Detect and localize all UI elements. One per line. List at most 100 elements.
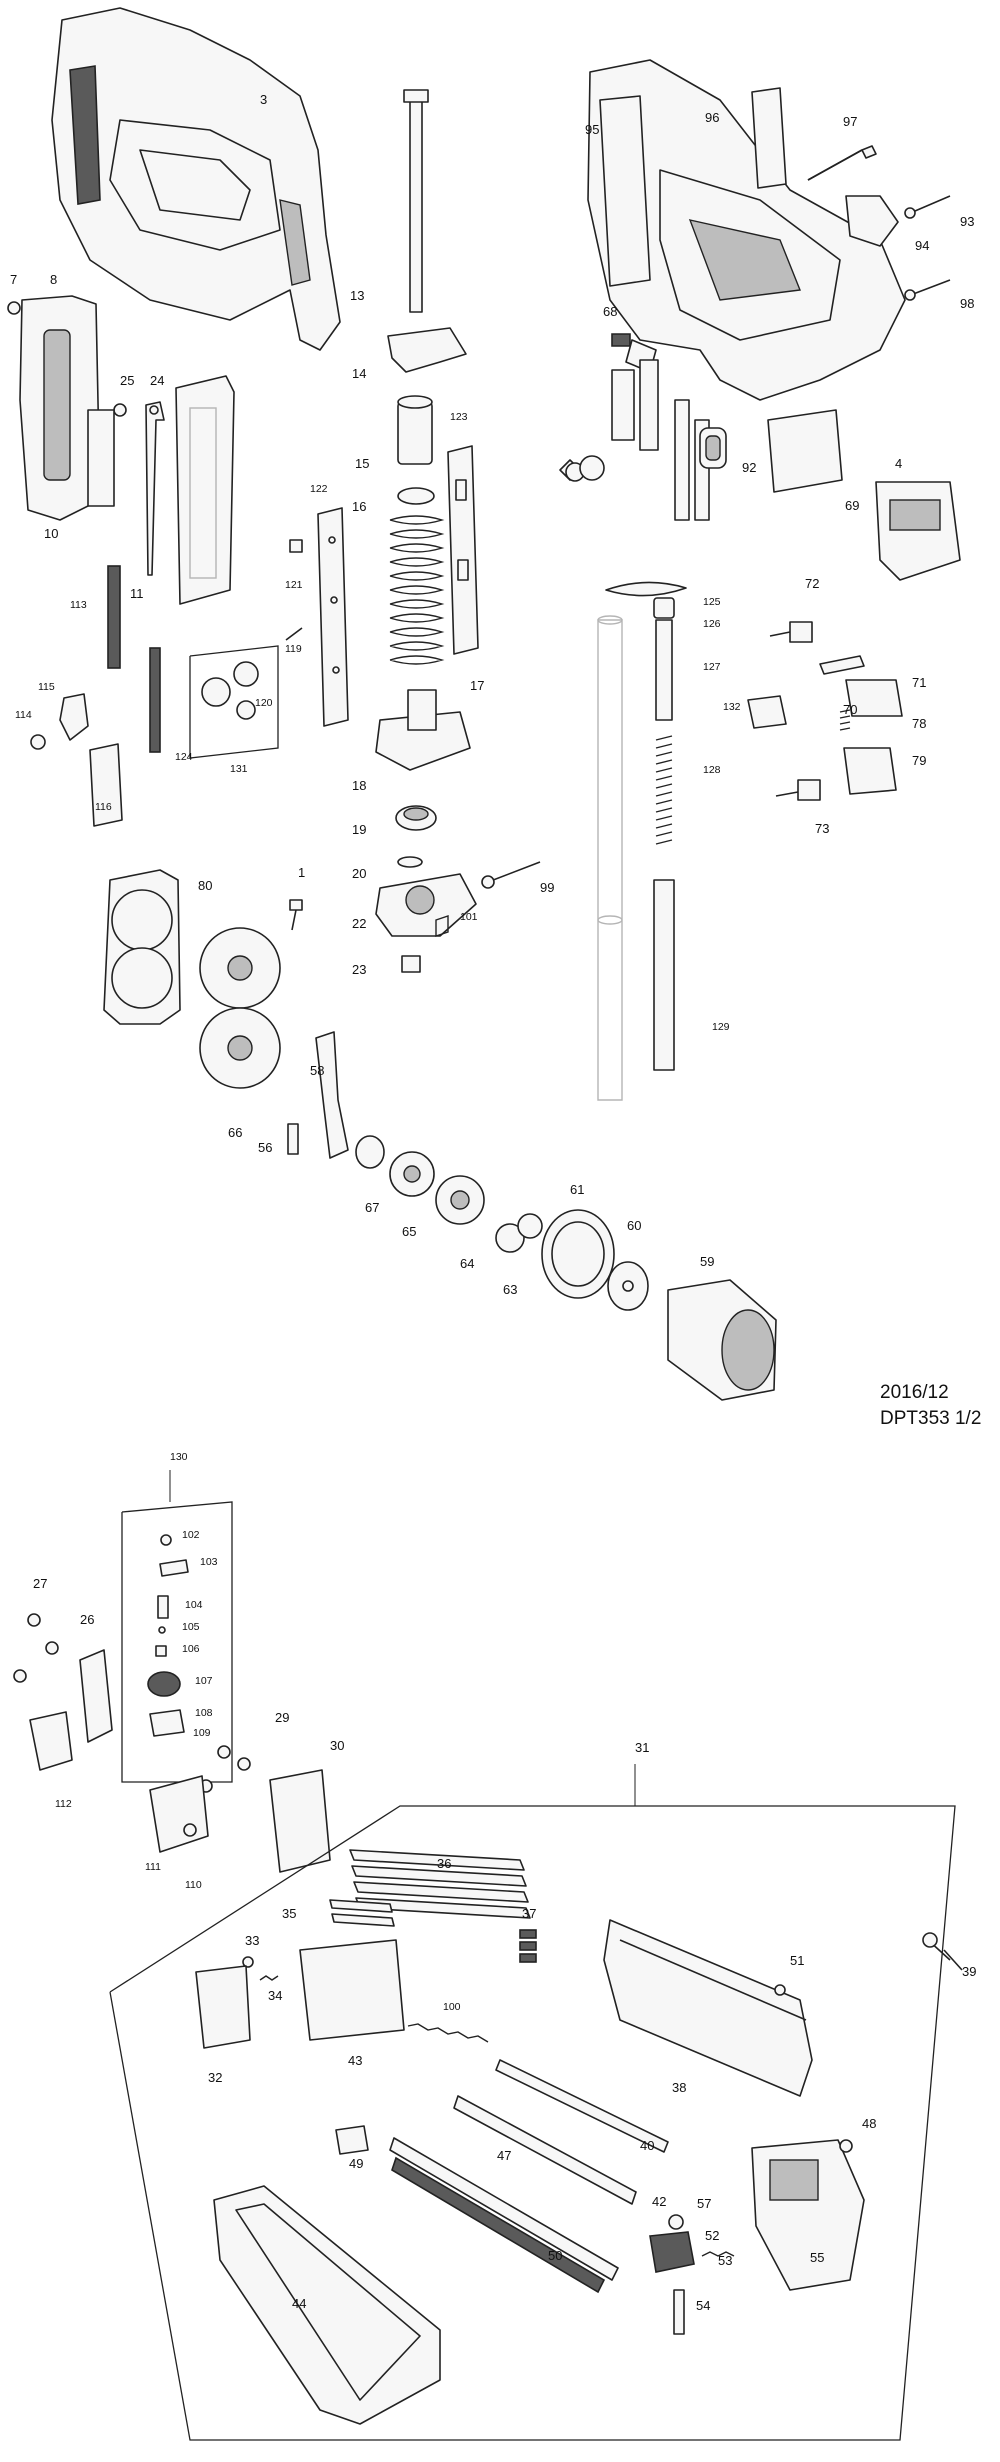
- callout-99: 99: [540, 880, 554, 895]
- part-38-magazine-rail: [603, 1919, 813, 2097]
- part-52-latch: [649, 2231, 695, 2273]
- callout-32: 32: [208, 2070, 222, 2085]
- part-114-screw: [30, 734, 46, 750]
- part-127-tube: [655, 619, 673, 721]
- callout-131: 131: [230, 763, 248, 775]
- part-131-gear-set: [189, 645, 279, 759]
- part-32-block: [195, 1965, 251, 2049]
- callout-124: 124: [175, 751, 193, 763]
- callout-69: 69: [845, 498, 859, 513]
- part-110-screw: [183, 1823, 197, 1837]
- part-35-strips: [329, 1899, 395, 1927]
- part-65-cam: [389, 1151, 435, 1197]
- callout-58: 58: [310, 1063, 324, 1078]
- part-48-screw: [839, 2139, 853, 2153]
- callout-14: 14: [352, 366, 366, 381]
- callout-100: 100: [443, 2001, 461, 2013]
- callout-18: 18: [352, 778, 366, 793]
- callout-15: 15: [355, 456, 369, 471]
- callout-26: 26: [80, 1612, 94, 1627]
- part-22-housing-block: [375, 873, 477, 937]
- callout-72: 72: [805, 576, 819, 591]
- part-69-cover: [767, 409, 843, 493]
- part-125-link: [605, 581, 687, 597]
- callout-64: 64: [460, 1256, 474, 1271]
- part-23-nut: [401, 955, 421, 973]
- part-27-screws: [13, 1613, 59, 1683]
- part-115-bracket: [59, 693, 89, 741]
- callout-16: 16: [352, 499, 366, 514]
- callout-34: 34: [268, 1988, 282, 2003]
- callout-111: 111: [145, 1861, 161, 1873]
- callout-97: 97: [843, 114, 857, 129]
- callout-93: 93: [960, 214, 974, 229]
- callout-38: 38: [672, 2080, 686, 2095]
- callout-63: 63: [503, 1282, 517, 1297]
- part-8-side-cover: [19, 295, 101, 521]
- callout-11: 11: [130, 586, 144, 601]
- part-98-screw: [904, 279, 951, 301]
- callout-96: 96: [705, 110, 719, 125]
- inner-rack-assembly: [559, 359, 710, 521]
- part-50-rail: [391, 2156, 606, 2294]
- callout-110: 110: [185, 1879, 202, 1891]
- part-37-screws: [519, 1929, 537, 1963]
- callout-40: 40: [640, 2138, 654, 2153]
- callout-105: 105: [182, 1621, 200, 1633]
- part-34-spring: [259, 1975, 279, 1981]
- callout-49: 49: [349, 2156, 363, 2171]
- part-13-rod: [403, 89, 429, 313]
- callout-112: 112: [55, 1798, 72, 1810]
- part-100-spring: [407, 2023, 489, 2043]
- callout-55: 55: [810, 2250, 824, 2265]
- callout-4: 4: [895, 456, 902, 471]
- part-55-nose: [751, 2139, 865, 2291]
- callout-20: 20: [352, 866, 366, 881]
- callout-61: 61: [570, 1182, 584, 1197]
- part-43-pusher: [299, 1939, 405, 2041]
- callout-52: 52: [705, 2228, 719, 2243]
- callout-47: 47: [497, 2148, 511, 2163]
- part-128-spring: [655, 735, 673, 845]
- callout-3: 3: [260, 92, 267, 107]
- callout-80: 80: [198, 878, 212, 893]
- callout-17: 17: [470, 678, 484, 693]
- part-78-spring: [839, 709, 851, 731]
- part-124-rack: [149, 647, 161, 753]
- callout-129: 129: [712, 1021, 730, 1033]
- callout-71: 71: [912, 675, 926, 690]
- stamp-date: 2016/12: [880, 1382, 949, 1403]
- part-66-gear-pair: [199, 927, 281, 1089]
- part-129-tube: [653, 879, 675, 1071]
- part-64-carrier: [435, 1175, 485, 1225]
- callout-73: 73: [815, 821, 829, 836]
- part-18-piston-base: [375, 689, 471, 771]
- part-123-plate: [447, 445, 479, 655]
- callout-51: 51: [790, 1953, 804, 1968]
- callout-22: 22: [352, 916, 366, 931]
- part-49-clip: [335, 2125, 369, 2155]
- part-132-plate: [747, 695, 787, 729]
- callout-7: 7: [10, 272, 17, 287]
- callout-127: 127: [703, 661, 721, 673]
- callout-98: 98: [960, 296, 974, 311]
- part-47-rail: [389, 2137, 619, 2281]
- callout-106: 106: [182, 1643, 200, 1655]
- part-4-battery-terminal: [875, 481, 961, 581]
- part-67-bushing: [355, 1135, 385, 1169]
- callout-44: 44: [292, 2296, 306, 2311]
- part-57-washer: [668, 2214, 684, 2230]
- callout-13: 13: [350, 288, 364, 303]
- callout-128: 128: [703, 764, 721, 776]
- part-10-label: [87, 409, 115, 507]
- callout-33: 33: [245, 1933, 259, 1948]
- part-42-rail: [453, 2095, 637, 2205]
- part-30-bracket: [269, 1769, 331, 1873]
- part-58-lever: [315, 1031, 349, 1159]
- part-101-spring: [435, 915, 449, 937]
- callout-119: 119: [285, 643, 302, 655]
- part-36-staple-strips: [349, 1849, 531, 1919]
- callout-42: 42: [652, 2194, 666, 2209]
- callout-116: 116: [95, 801, 112, 813]
